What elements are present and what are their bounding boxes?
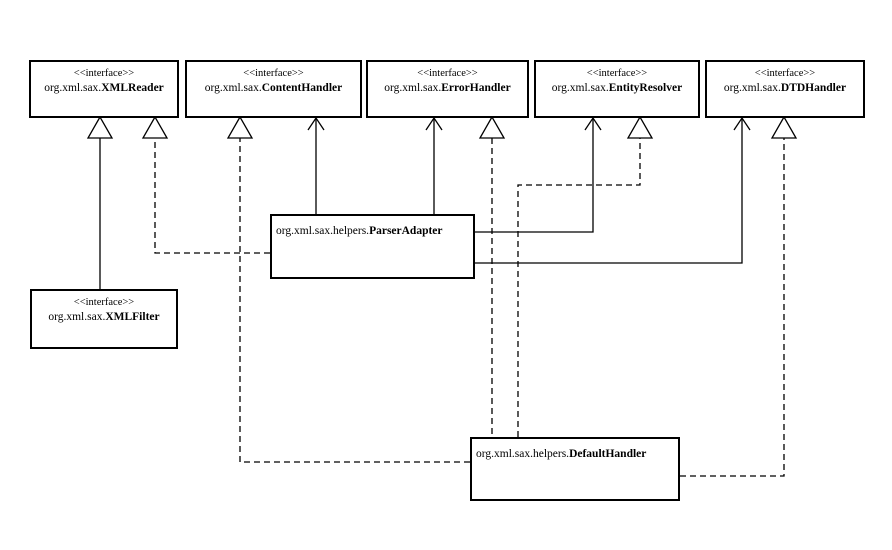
realization-arrowhead (626, 115, 654, 139)
interface-box-contenthandler[interactable]: <<interface>> org.xml.sax.ContentHandler (185, 60, 362, 118)
interface-name: org.xml.sax.XMLReader (44, 82, 164, 94)
relation-parseradapter-uses-entityresolver (475, 116, 602, 233)
realization-arrowhead (770, 115, 798, 139)
stereotype-label: <<interface>> (73, 68, 135, 79)
class-name: org.xml.sax.helpers.ParserAdapter (276, 225, 443, 237)
association-arrowhead (425, 116, 443, 131)
class-box-parseradapter[interactable]: org.xml.sax.helpers.ParserAdapter (270, 214, 475, 279)
relation-parseradapter-uses-errorhandler (425, 116, 443, 214)
relation-xmlfilter-extends-xmlreader (86, 115, 114, 289)
relation-defaulthandler-implements-entityresolver (517, 115, 654, 437)
relation-parseradapter-uses-dtdhandler (475, 116, 751, 264)
class-box-defaulthandler[interactable]: org.xml.sax.helpers.DefaultHandler (470, 437, 680, 501)
relation-parseradapter-implements-xmlreader (141, 115, 270, 254)
relation-parseradapter-uses-contenthandler (307, 116, 325, 214)
stereotype-label: <<interface>> (754, 68, 816, 79)
interface-name: org.xml.sax.EntityResolver (551, 82, 683, 94)
relation-defaulthandler-implements-errorhandler (478, 115, 506, 437)
relation-defaulthandler-implements-contenthandler (226, 115, 470, 463)
class-name: org.xml.sax.helpers.DefaultHandler (476, 448, 647, 460)
realization-arrowhead (478, 115, 506, 139)
association-arrowhead (307, 116, 325, 131)
association-arrowhead (584, 116, 602, 131)
generalization-arrowhead (86, 115, 114, 139)
interface-box-errorhandler[interactable]: <<interface>> org.xml.sax.ErrorHandler (366, 60, 529, 118)
stereotype-label: <<interface>> (243, 68, 304, 79)
interface-name: org.xml.sax.ContentHandler (204, 82, 343, 94)
interface-box-entityresolver[interactable]: <<interface>> org.xml.sax.EntityResolver (534, 60, 700, 118)
realization-arrowhead (141, 115, 169, 139)
interface-name: org.xml.sax.DTDHandler (723, 82, 847, 94)
realization-arrowhead (226, 115, 254, 139)
stereotype-label: <<interface>> (586, 68, 648, 79)
interface-box-dtdhandler[interactable]: <<interface>> org.xml.sax.DTDHandler (705, 60, 865, 118)
association-arrowhead (733, 116, 751, 131)
stereotype-label: <<interface>> (73, 297, 135, 308)
interface-box-xmlreader[interactable]: <<interface>> org.xml.sax.XMLReader (29, 60, 179, 118)
stereotype-label: <<interface>> (417, 68, 478, 79)
relation-defaulthandler-implements-dtdhandler (680, 115, 798, 477)
interface-name: org.xml.sax.ErrorHandler (384, 82, 511, 94)
interface-box-xmlfilter[interactable]: <<interface>> org.xml.sax.XMLFilter (30, 289, 178, 349)
interface-name: org.xml.sax.XMLFilter (48, 311, 160, 323)
